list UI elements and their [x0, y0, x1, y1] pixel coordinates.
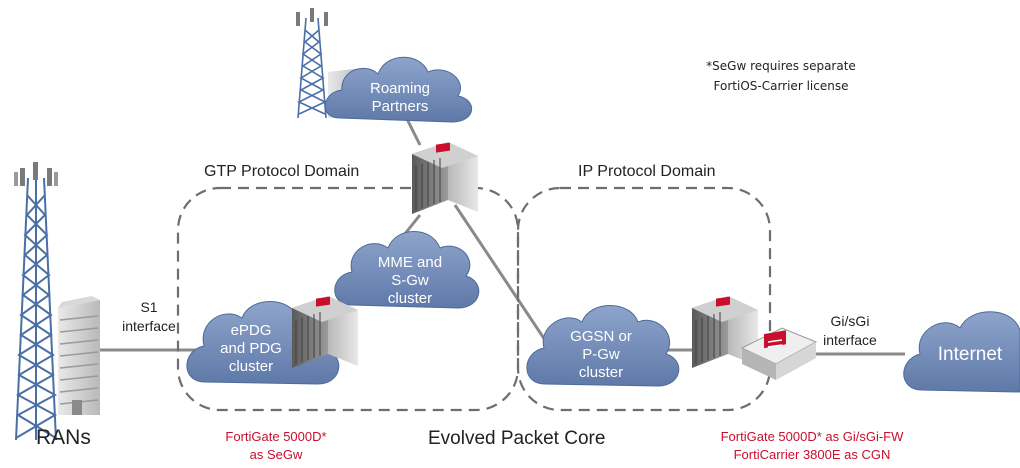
- gi-interface-label: Gi/sGi interface: [810, 312, 890, 350]
- link-fortigate-ggsn: [453, 204, 547, 341]
- gi-line1: Gi/sGi: [830, 313, 870, 329]
- internet-label: Internet: [937, 344, 1003, 365]
- epdg-cluster-label: ePDG and PDG cluster: [212, 322, 290, 376]
- protocol-domains: [176, 186, 772, 412]
- ran-tower-icon: [14, 162, 58, 441]
- epdg-line2: and PDG: [220, 340, 282, 357]
- mme-cloud: [334, 231, 480, 309]
- fg-segw-line2: as SeGw: [249, 447, 303, 462]
- epdg-line1: ePDG: [230, 322, 272, 339]
- segw-license-note: *SeGw requires separate FortiOS-Carrier …: [676, 56, 886, 96]
- fg-gi-line1: FortiGate 5000D* as Gi/sGi-FW: [720, 429, 904, 444]
- roaming-line2: Partners: [371, 98, 429, 115]
- mme-cluster-label: MME and S-Gw cluster: [366, 254, 454, 308]
- fortigate-segw-caption: FortiGate 5000D* as SeGw: [208, 428, 344, 464]
- gtp-domain-boundary: [176, 186, 520, 412]
- fortigate-core-chassis: [412, 142, 478, 214]
- ran-building-icon: [58, 296, 100, 415]
- ggsn-line3: cluster: [578, 364, 624, 381]
- mme-line3: cluster: [387, 290, 433, 307]
- s1-line2: interface: [122, 318, 176, 334]
- mme-line2: S-Gw: [391, 272, 429, 289]
- fg-segw-line1: FortiGate 5000D*: [225, 429, 327, 444]
- fortigate-segw-chassis: [292, 296, 358, 368]
- mme-line1: MME and: [377, 254, 443, 271]
- s1-interface-label: S1 interface: [112, 298, 186, 336]
- ggsn-line2: P-Gw: [582, 346, 620, 363]
- ip-domain-boundary: [516, 186, 772, 412]
- note-line1: *SeGw requires separate: [706, 59, 856, 73]
- fortigate-gi-caption: FortiGate 5000D* as Gi/sGi-FW FortiCarri…: [684, 428, 940, 464]
- roaming-partners-cloud: [324, 56, 473, 123]
- gi-line2: interface: [823, 332, 877, 348]
- forticarrier-appliance: [740, 327, 818, 380]
- epdg-line3: cluster: [228, 358, 274, 375]
- note-line2: FortiOS-Carrier license: [713, 79, 849, 93]
- roaming-line1: Roaming: [369, 80, 431, 97]
- roaming-partners-label: Roaming Partners: [362, 80, 438, 116]
- ggsn-line1: GGSN or: [570, 328, 632, 345]
- gtp-domain-label: GTP Protocol Domain: [204, 163, 360, 180]
- ip-domain-label: IP Protocol Domain: [578, 163, 716, 180]
- fg-gi-line2: FortiCarrier 3800E as CGN: [733, 447, 891, 462]
- ggsn-cloud: [526, 305, 680, 387]
- evolved-packet-core-label: Evolved Packet Core: [428, 428, 606, 449]
- internet-cloud: [903, 311, 1020, 393]
- s1-line1: S1: [140, 299, 158, 315]
- ggsn-cluster-label: GGSN or P-Gw cluster: [566, 328, 636, 382]
- rans-label: RANs: [36, 426, 91, 449]
